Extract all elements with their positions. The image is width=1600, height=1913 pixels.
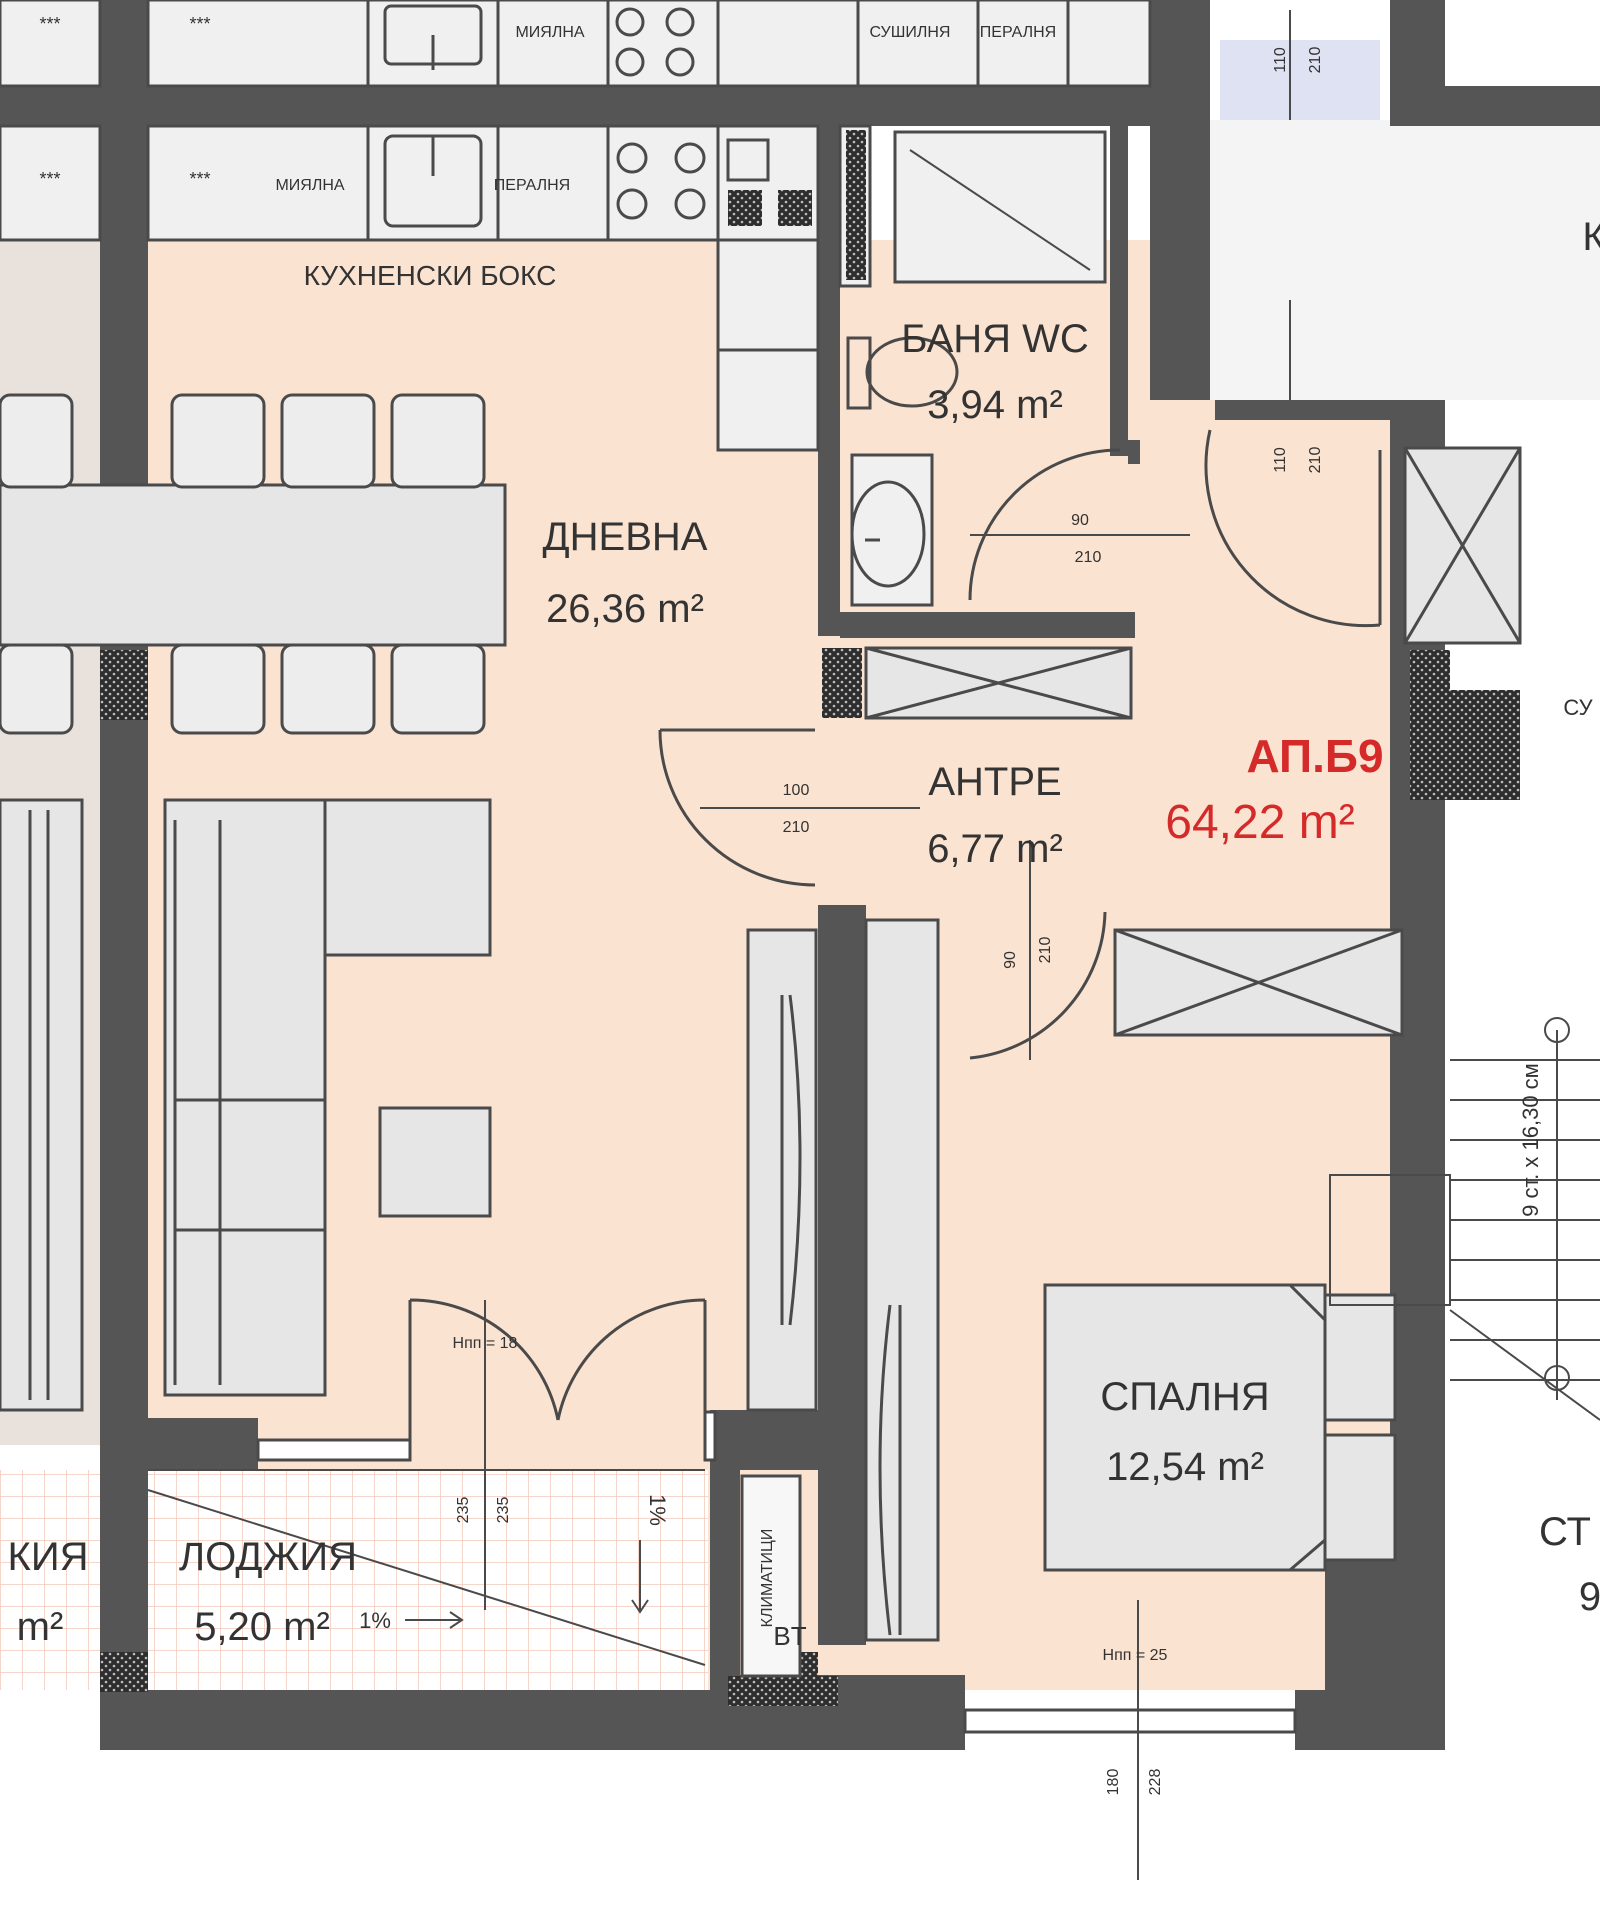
dim-sill-living: Нпп = 18 [453,1335,518,1352]
hall-area: 6,77 m² [927,827,1063,871]
hatched-columns [100,58,1520,1706]
dim-door-bath-w: 90 [1071,512,1089,529]
ac-unit [740,1474,802,1678]
dining-table [0,483,507,647]
living-name: ДНЕВНА [543,515,708,559]
dim-loggia-h1: 235 [455,1497,472,1524]
right-room-name: СТ [1539,1510,1591,1554]
right-mid-label: СУ [1563,695,1593,720]
bath-area: 3,94 m² [927,383,1063,427]
bedroom-name: СПАЛНЯ [1100,1375,1269,1419]
stars-4: *** [189,169,210,189]
dim-slope-1: 1% [359,1608,391,1633]
shaft [1403,446,1522,645]
kitchen-row-top [0,0,1152,88]
dim-window-h: 228 [1147,1769,1164,1796]
dim-door-living-h: 210 [783,819,810,836]
dim-loggia-h2: 235 [495,1497,512,1524]
dim-sill-bed: Нпп = 25 [1103,1647,1168,1664]
coffee-table [378,1106,492,1218]
windows [256,1410,1297,1734]
dim-door-top-w: 110 [1272,47,1289,73]
right-top-letter: К [1582,215,1600,259]
ac-label: КЛИМАТИЦИ [759,1529,776,1628]
apartment-area: 64,22 m² [1165,796,1354,849]
bt-label: BT [773,1621,806,1651]
dim-door-bath-h: 210 [1075,549,1102,566]
dim-slope-2: 1% [645,1494,670,1526]
washbasin-icon [850,480,926,588]
appliance-dishwasher: МИЯЛНА [275,177,344,194]
corridor [1160,120,1600,400]
dim-door-bed-h: 210 [1037,937,1054,964]
dim-door-corr-w: 110 [1272,447,1289,473]
bathroom-fixtures [838,124,1107,607]
text-layer: КУХНЕНСКИ БОКС ДНЕВНА 26,36 m² БАНЯ WC 3… [8,14,1600,1795]
stars-3: *** [39,169,60,189]
toilet-icon [846,336,959,410]
dim-stairs: 9 ст. х 16,30 см [1518,1063,1543,1217]
bed [1043,1283,1397,1572]
sofa [163,798,492,1397]
bedroom-area: 12,54 m² [1106,1445,1264,1489]
appliance-washer: ПЕРАЛНЯ [494,177,570,194]
dim-window-w: 180 [1105,1769,1122,1796]
loggia-name: ЛОДЖИЯ [179,1535,357,1579]
wardrobe-bath [864,646,1133,720]
appliance-dryer: СУШИЛНЯ [870,24,951,41]
appliance-washer-top: ПЕРАЛНЯ [980,24,1056,41]
hall-wardrobe [746,918,940,1642]
cooktop-icon [616,142,706,220]
stars-2: *** [189,14,210,34]
bath-name: БАНЯ WC [901,317,1089,361]
right-room-area: 9 [1579,1575,1600,1619]
dim-door-bed-w: 90 [1002,951,1019,969]
wardrobe-bedroom [1113,928,1404,1037]
dim-door-corr-h: 210 [1307,447,1324,474]
dining-chairs [0,393,486,735]
living-area: 26,36 m² [546,587,704,631]
appliance-dishwasher-top: МИЯЛНА [515,24,584,41]
doors [408,429,1382,1610]
loggia-area [148,1470,708,1690]
kitchen-label: КУХНЕНСКИ БОКС [304,260,557,291]
stairs [1329,1017,1600,1421]
loggia-area: 5,20 m² [194,1605,330,1649]
loggia-left-area: m² [17,1605,64,1649]
stars-1: *** [39,14,60,34]
hall-name: АНТРЕ [928,760,1061,804]
loggia-left-name: КИЯ [8,1535,89,1579]
neighbour-sofa [0,798,84,1412]
apartment-name: АП.Б9 [1246,730,1383,782]
loggia-left-area [0,1470,100,1690]
dim-door-living-w: 100 [783,782,810,799]
dim-door-top-h: 210 [1307,47,1324,74]
